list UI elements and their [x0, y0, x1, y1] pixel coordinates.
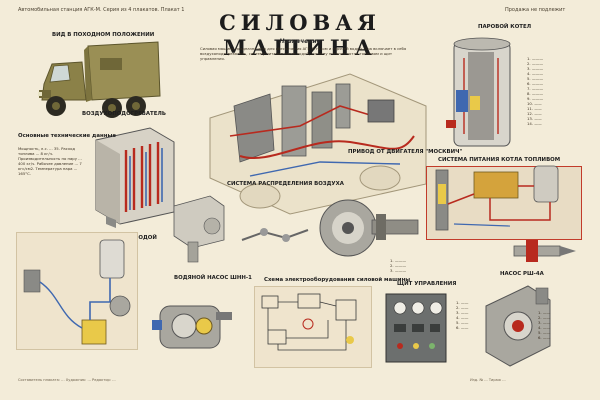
injector-icon — [513, 240, 576, 262]
label-specs: Основные технические данные — [18, 133, 117, 139]
label-fuel-system: СИСТЕМА ПИТАНИЯ КОТЛА ТОПЛИВОМ — [438, 157, 561, 163]
fuel-pump-legend: 1. ——2. ——3. ——4. ——5. ——6. —— — [538, 310, 551, 340]
poster-title: СИЛОВАЯ МАШИНА — [219, 10, 381, 60]
tank-icon — [435, 165, 559, 231]
panel-legend: 1. ——2. ——3. ——4. ——5. ——6. —— — [456, 300, 469, 330]
label-fuel-pump: НАСОС РШ-4А — [500, 271, 544, 277]
label-drive: ПРИВОД ОТ ДВИГАТЕЛЯ "МОСКВИЧ" — [348, 149, 463, 155]
truck-icon — [38, 41, 161, 118]
label-water-pump: ВОДЯНОЙ НАСОС ШНН-1 — [174, 275, 252, 281]
label-heater: ВОЗДУХОПОДОГРЕВАТЕЛЬ — [82, 111, 166, 117]
circuit-icon — [261, 293, 357, 351]
linkage-icon — [241, 228, 309, 242]
footer-right: Изд. № ... Тираж ... — [470, 378, 506, 382]
drive-icon — [319, 199, 419, 257]
drive-legend: 1. ———2. ———3. ——— — [390, 258, 407, 273]
intro-text: Силовая машина предназначена для обеспеч… — [200, 46, 407, 61]
label-control-panel: ЩИТ УПРАВЛЕНИЯ — [397, 281, 457, 287]
poster-subtitle: Назначение — [279, 38, 321, 45]
header-right-text: Продажа не подлежит — [505, 7, 566, 13]
duct-icon — [173, 195, 225, 263]
boiler-legend: 1. ———2. ———3. ———4. ———5. ———6. ———7. —… — [527, 56, 544, 126]
label-transport: ВИД В ПОХОДНОМ ПОЛОЖЕНИИ — [52, 32, 155, 38]
boiler-icon — [446, 37, 511, 147]
header-left-text: Автомобильная станция АГК-М. Серия из 4 … — [18, 7, 185, 13]
electric-scheme-panel — [254, 286, 372, 368]
specs-text: Мощность, л.с. ... 35. Расход топлива ..… — [18, 146, 82, 176]
fuel-pump-icon — [485, 285, 551, 367]
label-steam-boiler: ПАРОВОЙ КОТЕЛ — [478, 24, 532, 30]
panel-icon — [385, 293, 447, 363]
water-tank-icon — [23, 239, 131, 345]
engine-icon — [209, 73, 427, 215]
pump-icon — [152, 305, 232, 349]
label-distribution: СИСТЕМА РАСПРЕДЕЛЕНИЯ ВОЗДУХА — [227, 181, 344, 187]
footer-left: Составитель плаката: ... Художник: ... Р… — [18, 378, 116, 382]
label-electric-scheme: Схема электрооборудования силовой машины — [264, 277, 411, 283]
